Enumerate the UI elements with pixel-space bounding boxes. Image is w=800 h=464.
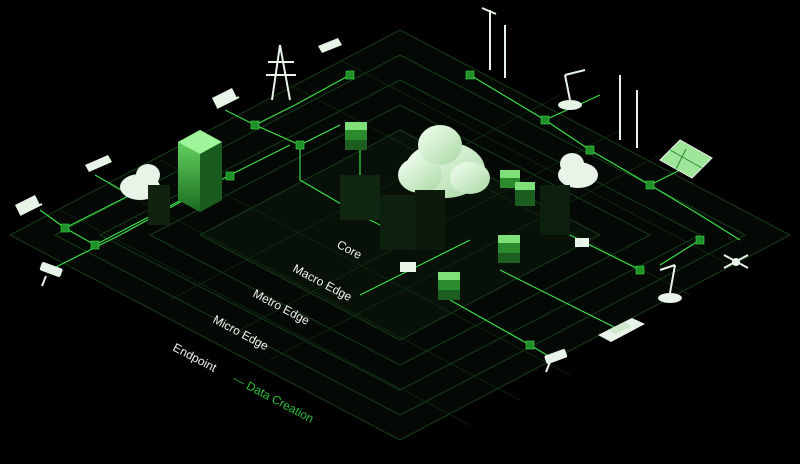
truck-icon	[400, 262, 416, 272]
tier-label-endpoint: Endpoint	[171, 340, 220, 375]
node	[465, 70, 475, 80]
server-rack-icon	[345, 122, 367, 150]
server-rack-icon	[438, 272, 460, 300]
security-camera-icon	[39, 262, 63, 287]
drone-icon	[723, 254, 749, 269]
cloud-icon	[558, 153, 598, 188]
node	[695, 235, 705, 245]
server-tower-icon	[178, 130, 222, 212]
node	[345, 70, 355, 80]
node	[540, 115, 550, 125]
truck-icon	[575, 238, 589, 247]
node	[225, 171, 235, 181]
security-camera-icon	[544, 349, 568, 373]
node	[585, 145, 595, 155]
solar-panel-icon	[659, 139, 713, 179]
node	[645, 180, 655, 190]
wind-turbine-icon	[481, 7, 506, 78]
laptop-icon	[15, 195, 43, 216]
node	[60, 223, 70, 233]
wind-turbine-icon	[619, 75, 638, 148]
nodes	[60, 70, 705, 350]
grid	[59, 59, 741, 426]
laptop-icon	[212, 88, 240, 109]
node	[635, 265, 645, 275]
node	[295, 140, 305, 150]
building-icon	[148, 175, 570, 250]
car-icon	[598, 318, 645, 342]
tablet-icon	[85, 155, 112, 172]
tablet-icon	[318, 38, 342, 53]
node	[250, 120, 260, 130]
node	[90, 240, 100, 250]
node	[525, 340, 535, 350]
robot-arm-icon	[658, 264, 682, 303]
robot-arm-icon	[558, 69, 586, 110]
cloud-icon	[398, 125, 490, 198]
server-rack-icon	[498, 235, 520, 263]
power-pylon-icon	[266, 44, 296, 101]
server-rack-icon	[500, 170, 535, 206]
